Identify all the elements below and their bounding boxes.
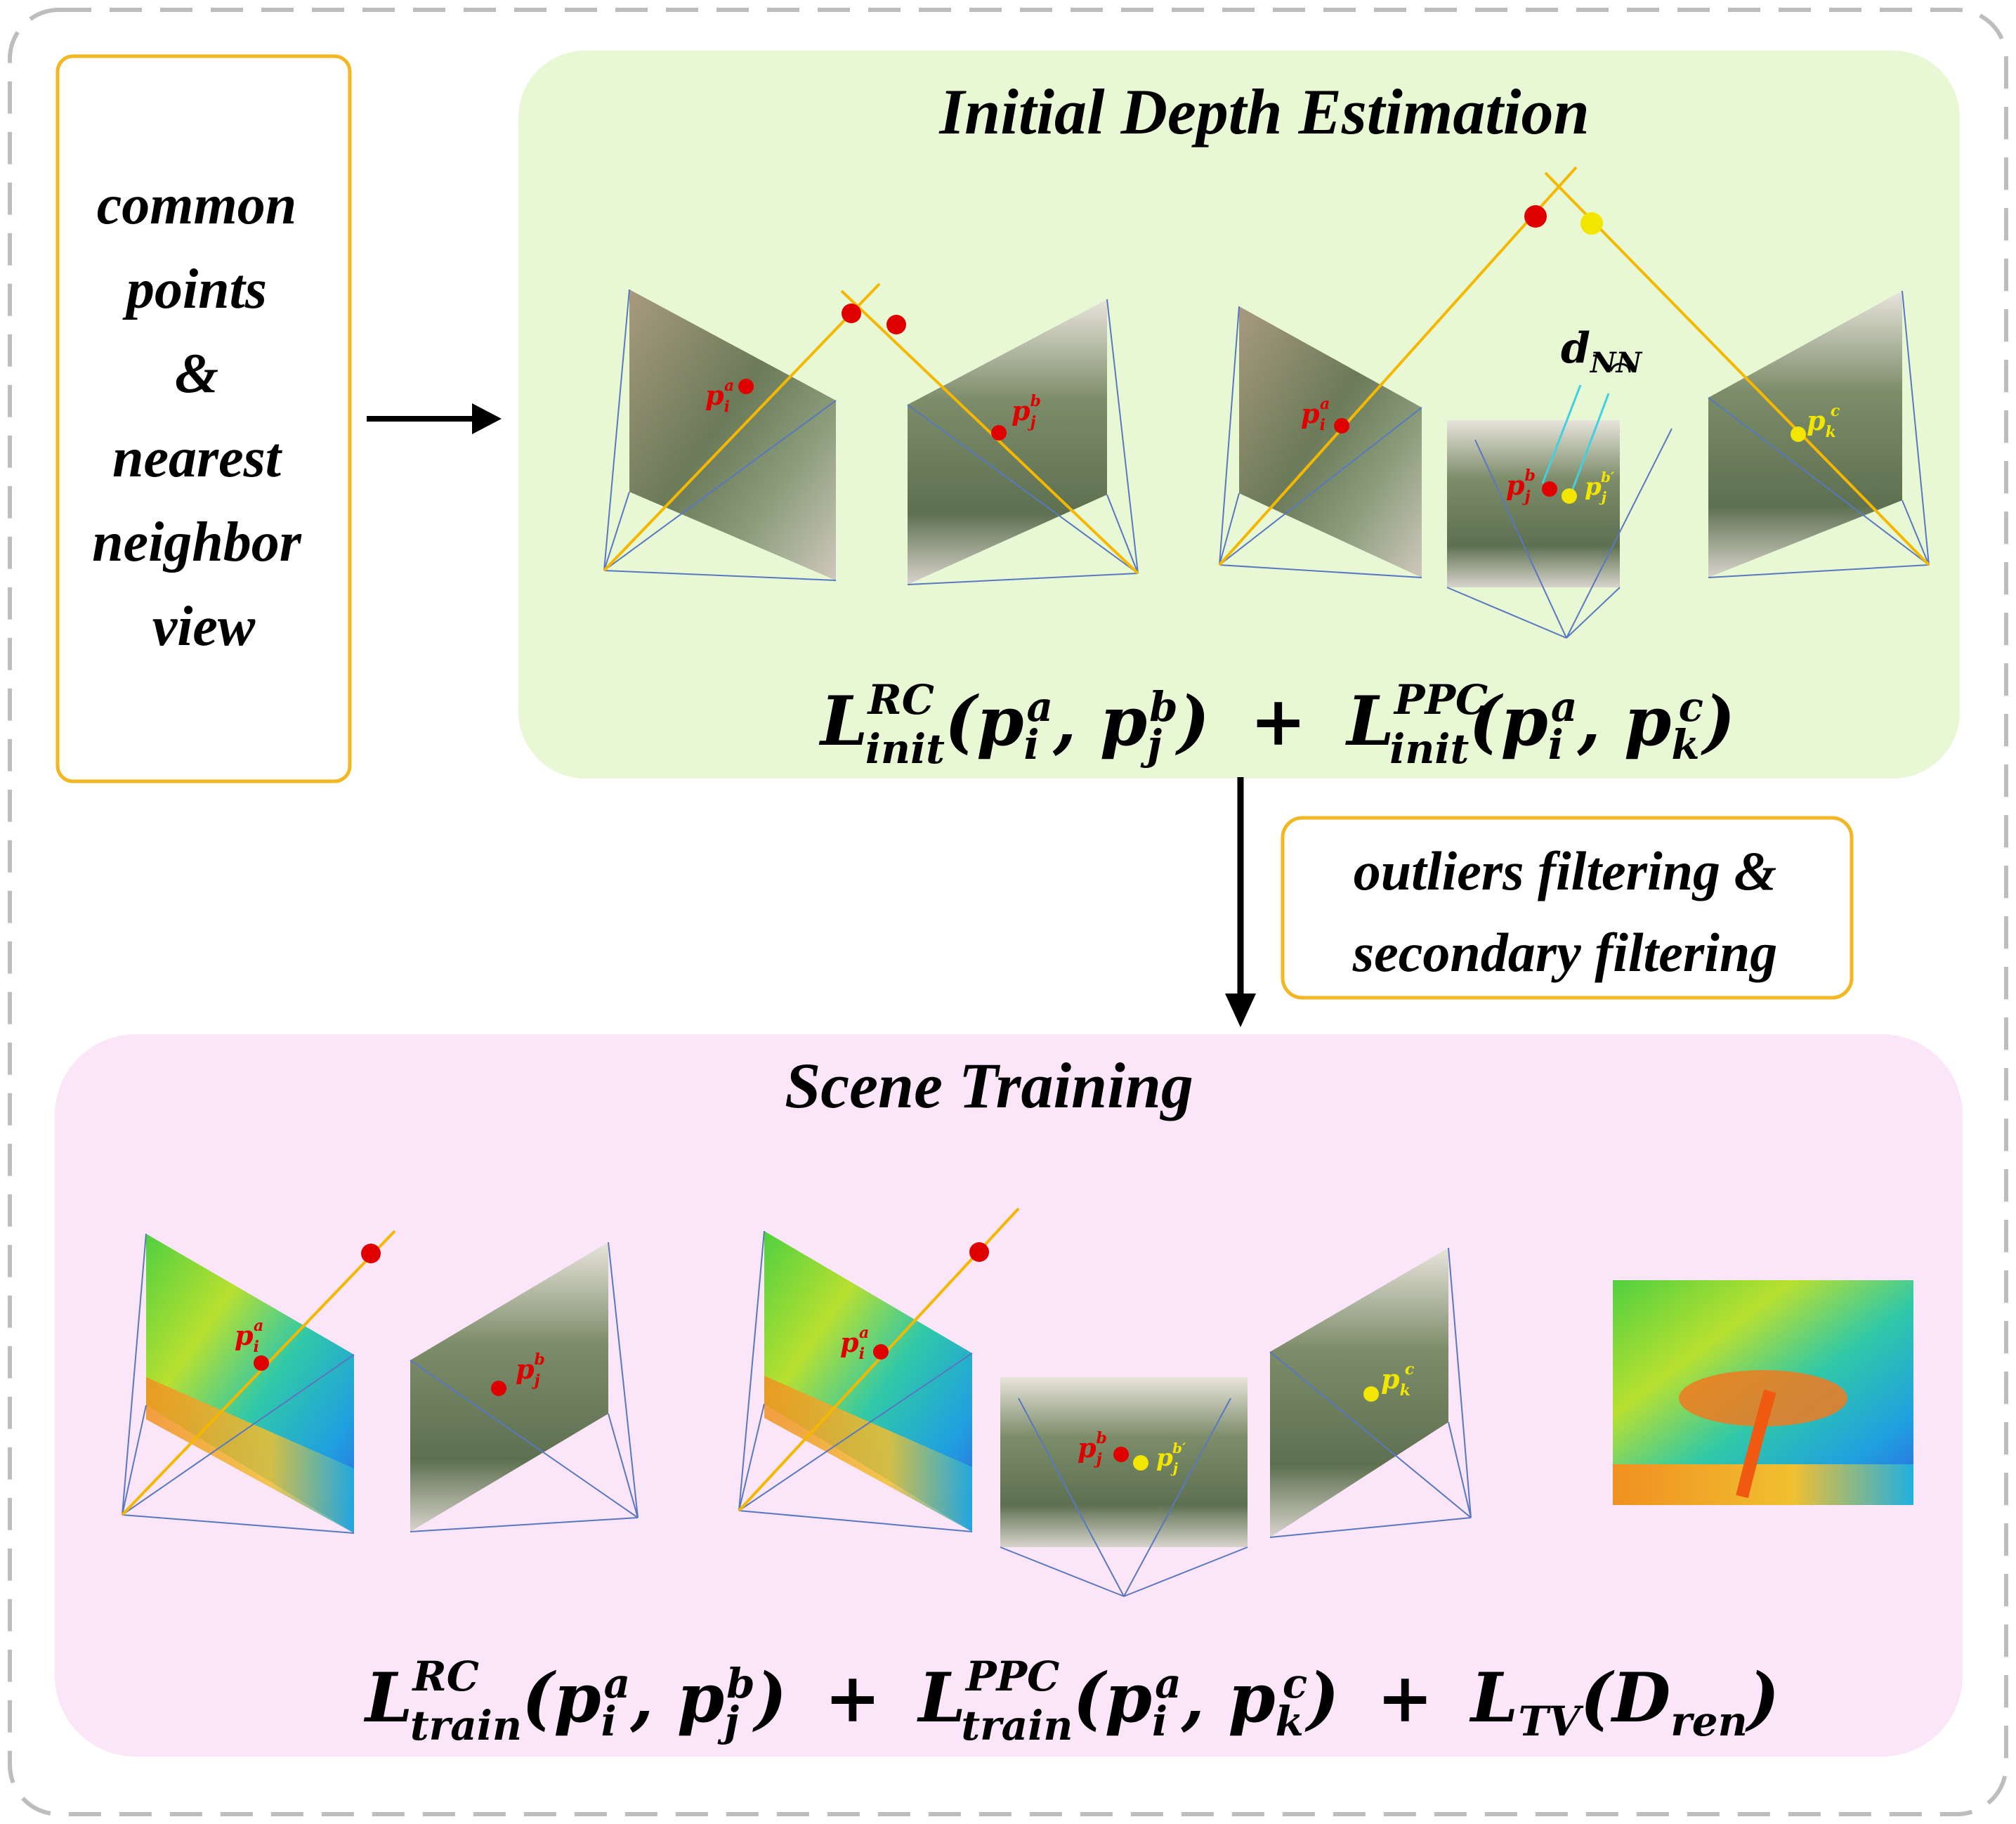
input-line-1: common xyxy=(97,174,296,236)
arrow-down xyxy=(1225,777,1256,1027)
init-panel: Initial Depth Estimation xyxy=(518,51,1960,779)
scene-panel: Scene Training pia pjb xyxy=(55,1034,1963,1757)
init-panel-title: Initial Depth Estimation xyxy=(938,76,1589,148)
filter-box: outliers filtering & secondary filtering xyxy=(1281,816,1854,1000)
outer-frame xyxy=(8,8,2008,1816)
input-line-2: points xyxy=(122,259,267,320)
scene-panel-title: Scene Training xyxy=(785,1050,1193,1121)
dnn-label: dNN xyxy=(1561,324,1643,379)
filter-line-1: outliers filtering & xyxy=(1354,840,1776,901)
svg-text:pjb: pjb xyxy=(1078,1429,1107,1468)
rendered-depth-map xyxy=(1613,1280,1913,1505)
photo-plane-jb xyxy=(908,299,1107,585)
photo-plane-kc-2 xyxy=(1270,1248,1448,1537)
svg-text:pia: pia xyxy=(840,1324,869,1363)
scene-triple: pia pjb pjb′ pkc xyxy=(738,1207,1472,1597)
svg-text:pkc: pkc xyxy=(1381,1360,1415,1400)
filter-line-2: secondary filtering xyxy=(1352,922,1777,983)
init-pair-1: pia pjb xyxy=(603,282,1139,585)
svg-text:common points &: common points & nearest neighbor view xyxy=(92,174,315,658)
photo-plane-jb-4 xyxy=(1000,1377,1248,1547)
photo-plane-jb-3 xyxy=(410,1242,608,1532)
input-line-3: & xyxy=(175,343,218,405)
scene-pair-1: pia pjb xyxy=(121,1230,639,1534)
arrow-right xyxy=(367,403,502,434)
input-box: common points & nearest neighbor view xyxy=(55,54,352,783)
input-line-5: neighbor xyxy=(92,512,302,573)
input-line-6: view xyxy=(152,596,256,658)
photo-plane-jb-2 xyxy=(1447,420,1620,587)
input-line-4: nearest xyxy=(112,427,283,489)
init-triple: dNN pia pjb pjb′ pkc xyxy=(1218,166,1930,639)
